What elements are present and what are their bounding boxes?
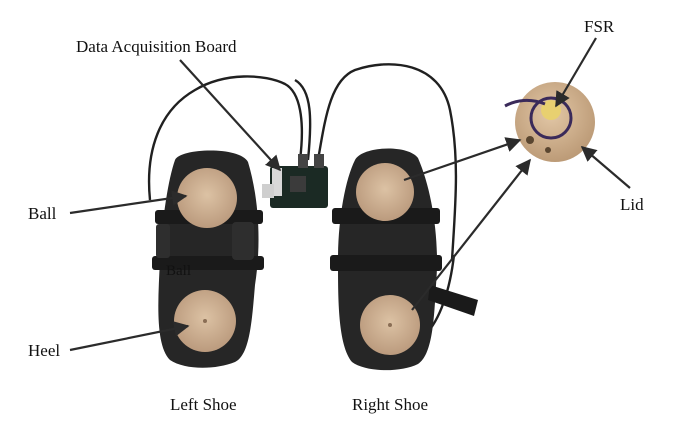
label-ball-inner: Ball [166, 264, 191, 279]
label-data-acquisition-board: Data Acquisition Board [76, 38, 237, 55]
label-ball-left: Ball [28, 205, 56, 222]
arrow-right-ball [404, 140, 520, 180]
board-usb-port [314, 154, 324, 168]
left-shoe [152, 151, 264, 368]
left-ball-pad [177, 168, 237, 228]
arrow-lid [582, 147, 630, 188]
label-heel: Heel [28, 342, 60, 359]
lid-pin-1 [526, 136, 534, 144]
left-heel-pad-center [203, 319, 207, 323]
cable-board-left [295, 80, 310, 160]
right-ball-pad [356, 163, 414, 221]
board-chip [290, 176, 306, 192]
right-shoe-strap-mid [330, 255, 442, 271]
left-shoe-buckle-2 [156, 224, 170, 258]
label-left-shoe: Left Shoe [170, 396, 237, 413]
label-fsr: FSR [584, 18, 614, 35]
board-connector [262, 184, 274, 198]
fsr-disc [505, 82, 595, 162]
label-right-shoe: Right Shoe [352, 396, 428, 413]
board-usb-port-2 [298, 154, 308, 168]
lid-pin-2 [545, 147, 551, 153]
label-lid: Lid [620, 196, 644, 213]
left-shoe-buckle-1 [232, 222, 254, 260]
lid-disc [515, 82, 595, 162]
right-shoe-strap-tail [428, 285, 478, 316]
right-heel-pad-center [388, 323, 392, 327]
